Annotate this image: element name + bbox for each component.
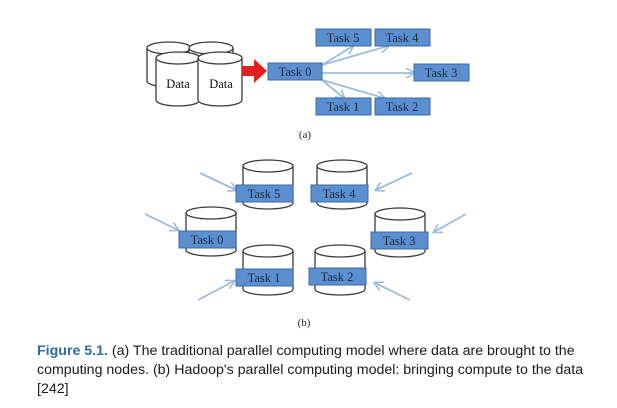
arrow-into-node-1: [197, 281, 234, 301]
node-3: Task 3: [370, 207, 429, 258]
data-cylinder-front-right: [197, 51, 243, 107]
node-0-task-label: Task 0: [191, 233, 224, 247]
task-3-node: Task 3: [413, 63, 470, 82]
arrow-into-node-2: [375, 283, 411, 301]
data-transfer-arrow: [242, 59, 267, 83]
diagram-a: Data Data Task 0 Task 5 Task 4: [146, 28, 470, 141]
task-2-node: Task 2: [374, 97, 431, 116]
diagram-b: Task 5 Task 4 Task 0: [144, 159, 467, 329]
data-label-right: Data: [209, 77, 233, 91]
incoming-compute-arrows: [144, 172, 467, 301]
task-5-label: Task 5: [327, 31, 360, 45]
task-0-node: Task 0: [267, 62, 323, 81]
task-1-label: Task 1: [327, 100, 360, 114]
node-2-task-label: Task 2: [321, 270, 354, 284]
node-4-task-label: Task 4: [323, 187, 357, 201]
task-4-node: Task 4: [374, 28, 431, 47]
arrow-into-node-4: [376, 172, 413, 190]
sublabel-b: (b): [298, 317, 311, 329]
node-5-task-label: Task 5: [248, 187, 281, 201]
task-1-node: Task 1: [315, 97, 372, 116]
task-5-node: Task 5: [315, 28, 372, 47]
node-5: Task 5: [235, 159, 294, 210]
arrow-into-node-5: [199, 172, 236, 190]
figure-number: Figure 5.1.: [37, 343, 108, 359]
task-3-label: Task 3: [425, 66, 458, 80]
sublabel-a: (a): [299, 129, 312, 141]
data-label-left: Data: [166, 77, 190, 91]
arrow-to-task-5: [321, 46, 353, 66]
figure-caption: Figure 5.1. (a) The traditional parallel…: [37, 342, 597, 399]
arrow-to-task-4: [321, 46, 388, 66]
node-1: Task 1: [235, 244, 294, 296]
arrow-to-task-2: [321, 79, 384, 98]
node-0: Task 0: [178, 206, 237, 257]
node-1-task-label: Task 1: [248, 271, 281, 285]
caption-text: (a) The traditional parallel computing m…: [37, 343, 584, 397]
task-0-label: Task 0: [279, 65, 312, 79]
arrow-into-node-3: [434, 213, 467, 232]
arrow-to-task-1: [321, 79, 344, 98]
node-2: Task 2: [308, 244, 367, 296]
node-3-task-label: Task 3: [383, 234, 416, 248]
task-4-label: Task 4: [386, 31, 420, 45]
node-4: Task 4: [310, 159, 369, 210]
task-2-label: Task 2: [386, 100, 419, 114]
arrow-into-node-0: [144, 213, 178, 230]
fan-out-arrows: [321, 46, 414, 98]
